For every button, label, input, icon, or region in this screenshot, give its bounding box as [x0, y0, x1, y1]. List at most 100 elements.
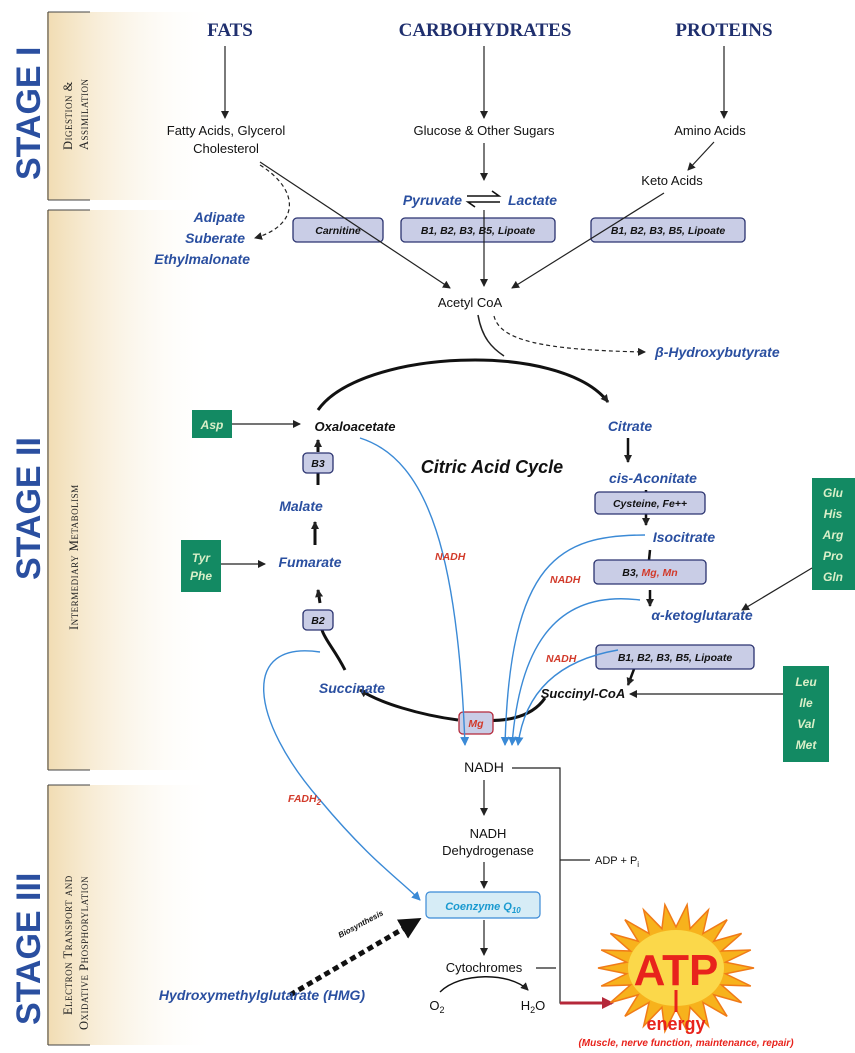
pro-label: Pro: [823, 549, 843, 563]
mg-label: Mg: [468, 718, 484, 730]
stage1-panel: [47, 12, 217, 200]
val-label: Val: [797, 717, 815, 731]
kg-cofactor-label: B1, B2, B3, B5, Lipoate: [618, 652, 733, 664]
leu-label: Leu: [795, 675, 817, 689]
pyruvate-cofactor-box: [400, 217, 556, 243]
biosynthesis-label: Biosynthesis: [337, 908, 386, 940]
nadh-label-1: NADH: [435, 551, 466, 563]
cis-aconitate-label: cis-Aconitate: [609, 470, 697, 486]
arg-label: Arg: [822, 528, 844, 542]
stage2-title: STAGE II: [10, 437, 48, 580]
pyruvate-label: Pyruvate: [403, 192, 462, 208]
stage1-subtitle-line1: Digestion &: [61, 81, 75, 150]
energy-uses-label: (Muscle, nerve function, maintenance, re…: [578, 1038, 794, 1049]
lactate-label: Lactate: [508, 192, 557, 208]
stage1-title: STAGE I: [10, 47, 48, 181]
phe-label: Phe: [190, 569, 212, 583]
succinyl-coa-label: Succinyl-CoA: [541, 686, 626, 701]
h2o-label: H2O: [521, 998, 546, 1015]
dehydrogenase-line2: Dehydrogenase: [442, 843, 534, 858]
keto-cofactor-box: [590, 217, 746, 243]
nadh-main-label: NADH: [464, 759, 504, 775]
malate-cofactor-label: B3: [311, 458, 325, 470]
stage3-title: STAGE III: [10, 873, 48, 1025]
carbohydrates-label: CARBOHYDRATES: [399, 20, 572, 41]
alpha-ketoglutarate-label: α-ketoglutarate: [651, 607, 752, 623]
stage-panels: [47, 11, 217, 1046]
nadh-label-2: NADH: [550, 574, 581, 586]
keto-cofactor-label: B1, B2, B3, B5, Lipoate: [611, 225, 726, 237]
fumarate-label: Fumarate: [278, 554, 341, 570]
kg-cofactor-box: [595, 644, 755, 670]
succinate-cofactor-box: [302, 609, 334, 631]
fadh2-arrow: [263, 650, 421, 901]
aconitate-cofactor-box: [594, 491, 706, 515]
keto-acids-label: Keto Acids: [641, 173, 703, 188]
nadh-arrow-alpha-kg: [508, 598, 641, 746]
asp-box: [192, 410, 232, 438]
stage2-subtitle: Intermediary Metabolism: [67, 484, 81, 630]
stage2-panel: [47, 210, 217, 770]
his-label: His: [824, 507, 843, 521]
pyruvate-cofactor-label: B1, B2, B3, B5, Lipoate: [421, 225, 536, 237]
arrow-to-hydroxybutyrate: [493, 315, 646, 356]
stage3-panel: [47, 785, 217, 1045]
isocitrate-label: Isocitrate: [653, 529, 715, 545]
glucose-label: Glucose & Other Sugars: [414, 123, 555, 138]
glu-label: Glu: [823, 486, 844, 500]
stage1-subtitle-line2: Assimilation: [77, 78, 91, 150]
malate-label: Malate: [279, 498, 323, 514]
dehydrogenase-line1: NADH: [470, 826, 507, 841]
fatty-acids-label: Fatty Acids, Glycerol: [167, 123, 286, 138]
o2-label: O2: [429, 998, 444, 1015]
energy-label: energy: [646, 1014, 705, 1034]
ile-label: Ile: [799, 696, 813, 710]
biosynthesis-arrow: [288, 917, 422, 998]
hydroxybutyrate-label: β-Hydroxybutyrate: [654, 344, 780, 360]
isocitrate-cofactor-label: B3, Mg, Mn: [622, 567, 677, 579]
equilibrium-arrows-icon: [465, 190, 502, 208]
coenzyme-box: [425, 891, 541, 919]
carnitine-box: [292, 217, 384, 243]
nadh-label-3: NADH: [546, 653, 577, 665]
nadh-arrow-oxaloacetate: [359, 437, 470, 746]
cholesterol-label: Cholesterol: [193, 141, 259, 156]
stage3-subtitle-line1: Electron Transport and: [61, 875, 75, 1015]
hmg-label: Hydroxymethylglutarate (HMG): [159, 987, 365, 1003]
acetyl-coa-label: Acetyl CoA: [438, 295, 503, 310]
carnitine-label: Carnitine: [315, 225, 361, 237]
suberate-label: Suberate: [185, 230, 245, 246]
cycle-title: Citric Acid Cycle: [421, 457, 563, 477]
citrate-label: Citrate: [608, 418, 653, 434]
tyr-phe-box: [181, 540, 221, 592]
malate-cofactor-box: [302, 452, 334, 474]
nadh-arrow-isocitrate: [500, 534, 646, 746]
isocitrate-cofactor-box: [593, 559, 707, 585]
atp-label: ATP: [634, 946, 719, 995]
arrow-to-adipate: [254, 164, 290, 240]
atp-sun-icon: [597, 902, 755, 1034]
succinate-label: Succinate: [319, 680, 385, 696]
coenzyme-label: Coenzyme Q10: [445, 901, 521, 915]
asp-label: Asp: [200, 418, 224, 432]
mg-box: [458, 711, 494, 735]
fats-label: FATS: [207, 20, 253, 41]
succinate-cofactor-label: B2: [311, 615, 325, 627]
met-label: Met: [796, 738, 818, 752]
proteins-label: PROTEINS: [675, 20, 772, 41]
cytochromes-label: Cytochromes: [446, 960, 523, 975]
aconitate-cofactor-label: Cysteine, Fe++: [613, 498, 687, 510]
fadh2-label: FADH2: [288, 793, 322, 807]
stage3-subtitle-line2: Oxidative Phosphorylation: [77, 876, 91, 1030]
oxaloacetate-label: Oxaloacetate: [315, 419, 396, 434]
ethylmalonate-label: Ethylmalonate: [154, 251, 250, 267]
glu-group-box: [812, 478, 855, 590]
amino-acids-label: Amino Acids: [674, 123, 746, 138]
adp-label: ADP + Pi: [595, 855, 639, 869]
gln-label: Gln: [823, 570, 843, 584]
nadh-arrow-succinyl: [514, 649, 619, 746]
adipate-label: Adipate: [193, 209, 246, 225]
leu-group-box: [783, 666, 829, 762]
tyr-label: Tyr: [192, 551, 212, 565]
